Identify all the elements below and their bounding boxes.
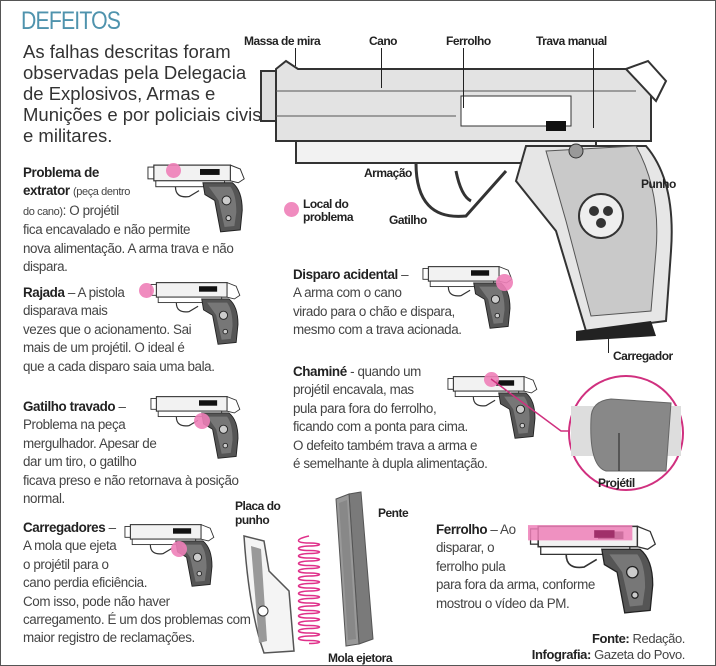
bullet-detail-zoom [568, 375, 684, 491]
label-safety: Trava manual [536, 34, 607, 48]
label-magazine-part: Pente [378, 506, 409, 520]
defect-chimney: Chaminé - quando um projétil encavala, m… [293, 363, 523, 473]
zoom-pointer-line [490, 378, 571, 432]
pistol-thumbnail [149, 279, 249, 347]
label-slide: Ferrolho [446, 34, 491, 48]
pistol-slide-highlight [528, 525, 668, 619]
pistol-thumbnail [146, 161, 254, 235]
legend-label: Local do problema [303, 197, 354, 224]
label-magazine: Carregador [613, 349, 673, 363]
label-trigger: Gatilho [389, 213, 427, 227]
label-barrel: Cano [369, 34, 398, 48]
problem-marker [139, 283, 154, 298]
defect-magazines: Carregadores – A mola que ejeta o projét… [23, 519, 253, 648]
defect-note: (peça dentro do cano) [23, 186, 130, 218]
label-front-sight: Massa de mira [244, 34, 321, 48]
problem-marker [166, 163, 181, 178]
defect-slide: Ferrolho – Ao disparar, o ferrolho pula … [436, 522, 595, 611]
defect-accidental-discharge: Disparo acidental – A arma com o cano vi… [293, 266, 493, 340]
label-grip: Punho [641, 177, 676, 191]
spring-illustration [297, 535, 321, 645]
page-title: DEFEITOS [21, 7, 121, 35]
magazine-illustration [335, 491, 374, 647]
problem-marker [171, 541, 187, 557]
legend-dot [284, 202, 299, 217]
defect-burst: Rajada – A pistola disparava mais vezes … [23, 284, 258, 376]
intro-text: As falhas descritas foram observadas pel… [23, 41, 262, 146]
label-frame: Armação [364, 166, 412, 180]
label-spring: Mola ejetora [328, 651, 393, 665]
defect-extractor: Problema de extrator (peça dentro do can… [23, 164, 258, 276]
problem-marker [496, 274, 513, 291]
label-bullet: Projétil [598, 476, 635, 490]
defect-trigger-stuck: Gatilho travado – Problema na peça mergu… [23, 398, 253, 508]
problem-marker [194, 413, 210, 429]
credits: Fonte: Redação. Infografia: Gazeta do Po… [531, 631, 686, 662]
label-grip-plate: Placa do punho [235, 499, 281, 527]
grip-plate-illustration [243, 535, 295, 654]
